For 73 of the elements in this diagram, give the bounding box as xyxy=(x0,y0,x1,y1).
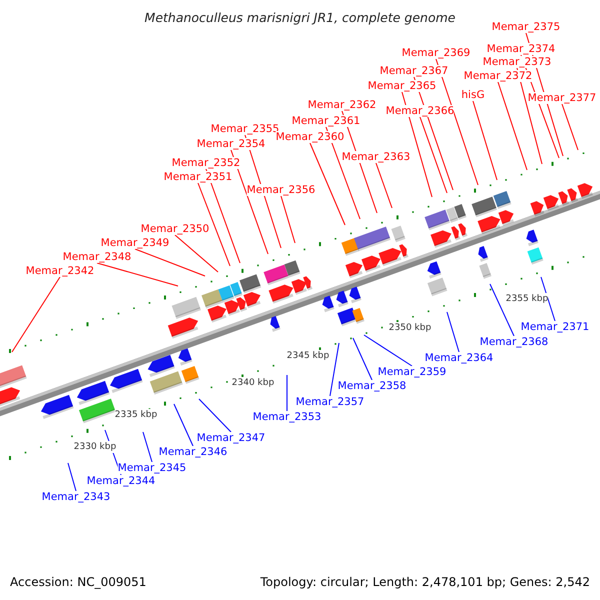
scale-label: 2345 kbp xyxy=(286,350,330,362)
gene-label: Memar_2350 xyxy=(140,223,210,235)
leader-line xyxy=(352,338,372,380)
leader-line xyxy=(562,104,578,150)
leader-line xyxy=(230,150,268,254)
title: Methanoculleus marisnigri JR1, complete genome xyxy=(144,12,456,24)
gene-label: Memar_2373 xyxy=(482,56,552,68)
gene-label: Memar_2345 xyxy=(118,462,186,474)
gene-label: Memar_2375 xyxy=(492,21,560,33)
leader-line xyxy=(472,100,498,180)
gene-label: Memar_2366 xyxy=(386,105,454,117)
scale-label: 2340 kbp xyxy=(232,377,274,389)
gene-label: Memar_2358 xyxy=(338,380,406,392)
leader-line xyxy=(498,82,528,170)
leader-line xyxy=(174,404,194,446)
gene-label: Memar_2353 xyxy=(252,411,322,423)
gene-label: Memar_2344 xyxy=(86,475,156,487)
scale-label: 2350 kbp xyxy=(388,322,432,334)
scale-label: 2335 kbp xyxy=(114,409,158,421)
gene-label: Memar_2374 xyxy=(486,43,556,55)
leader-line xyxy=(68,462,76,492)
gene-label: Memar_2349 xyxy=(100,237,170,249)
gene-label: Memar_2362 xyxy=(308,99,376,111)
leader-line xyxy=(376,162,392,208)
gene-label: Memar_2365 xyxy=(368,80,436,92)
leader-line xyxy=(330,342,340,396)
leader-line xyxy=(402,92,432,198)
gene-label: Memar_2352 xyxy=(172,157,240,169)
gene-label: Memar_2360 xyxy=(276,131,344,143)
scale-label: 2355 kbp xyxy=(506,293,548,305)
gene-label: Memar_2377 xyxy=(528,92,596,104)
leader-line xyxy=(280,196,296,244)
gene-label: Memar_2367 xyxy=(380,65,448,77)
leader-line xyxy=(516,68,542,164)
leader-line xyxy=(142,432,152,462)
leader-line xyxy=(436,58,478,186)
leader-line xyxy=(198,182,230,266)
leader-line xyxy=(540,276,556,322)
gene-label: Memar_2357 xyxy=(296,396,364,408)
gene-label: Memar_2355 xyxy=(210,123,280,135)
gene-label: Memar_2347 xyxy=(196,432,266,444)
leader-line xyxy=(286,374,288,412)
leader-line xyxy=(206,168,240,264)
gene-label: Memar_2356 xyxy=(246,184,316,196)
gene-label: Memar_2348 xyxy=(62,251,132,263)
gene-label: Memar_2354 xyxy=(196,138,266,150)
gene-label: Memar_2368 xyxy=(480,336,548,348)
leader-line xyxy=(446,312,460,352)
accession-note: Accession: NC_009051 xyxy=(10,576,146,588)
leader-line xyxy=(198,398,232,432)
leader-line xyxy=(174,234,218,272)
gene-label: Memar_2359 xyxy=(378,366,446,378)
leader-line xyxy=(490,284,514,336)
genome-summary: Topology: circular; Length: 2,478,101 bp; Genes: 2,542 xyxy=(260,576,590,588)
leader-line xyxy=(12,276,60,352)
gene-label: Memar_2363 xyxy=(342,151,410,163)
leader-line xyxy=(134,248,206,276)
gene-label: Memar_2351 xyxy=(164,171,232,183)
gene-label: Memar_2372 xyxy=(464,70,532,82)
gene-label: Memar_2364 xyxy=(424,352,494,364)
gene-label: hisG xyxy=(461,89,485,101)
gene-label: Memar_2371 xyxy=(520,321,590,333)
scale-label: 2330 kbp xyxy=(74,441,116,453)
leader-line xyxy=(420,116,448,194)
leader-line xyxy=(364,334,412,366)
gene-label: Memar_2369 xyxy=(402,47,470,59)
gene-label: Memar_2361 xyxy=(292,115,360,127)
leader-line xyxy=(96,262,178,286)
leader-line xyxy=(326,126,360,220)
gene-label: Memar_2342 xyxy=(26,265,94,277)
gene-label: Memar_2343 xyxy=(42,491,110,503)
leader-line xyxy=(310,142,346,226)
gene-label: Memar_2346 xyxy=(158,446,228,458)
